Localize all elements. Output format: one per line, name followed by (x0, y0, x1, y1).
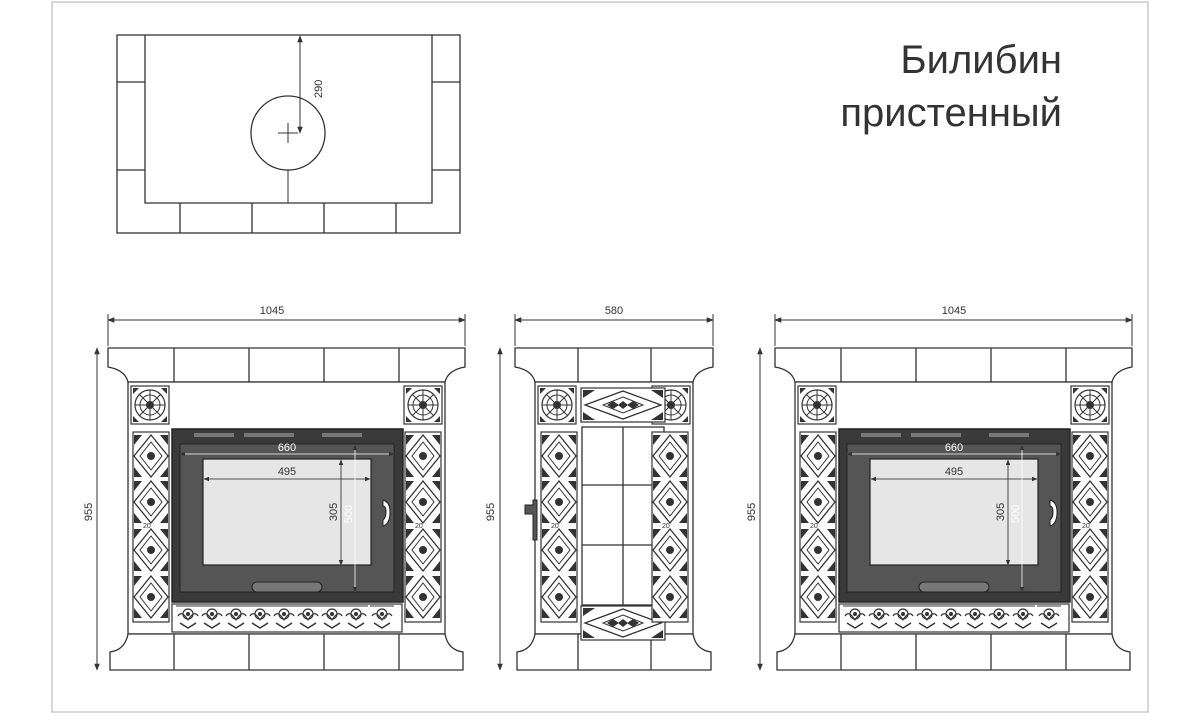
front-right-width-dim: 1045 (942, 305, 966, 317)
front-left-firebox-width-dim: 660 (278, 442, 296, 454)
front-right-glass-height-dim: 305 (995, 503, 1007, 521)
front-left-glass-width-dim: 495 (278, 466, 296, 478)
top-view-depth-dim: 290 (313, 80, 325, 98)
title-line-2: пристенный (840, 91, 1062, 135)
front-right-height-dim: 955 (746, 503, 758, 521)
sheet-border (51, 1, 1149, 713)
side-view (497, 314, 714, 671)
side-width-dim: 580 (605, 305, 623, 317)
front-left-firebox-height-dim: 500 (343, 505, 355, 523)
front-view-right (757, 314, 1133, 671)
front-left-glass-height-dim: 305 (328, 503, 340, 521)
front-right-glass-width-dim: 495 (945, 466, 963, 478)
title-line-1: Билибин (900, 38, 1062, 82)
side-height-dim: 955 (485, 503, 497, 521)
front-left-height-dim: 955 (83, 503, 95, 521)
front-right-firebox-width-dim: 660 (945, 442, 963, 454)
front-view-left (94, 314, 466, 671)
top-view (116, 34, 461, 234)
front-right-firebox-height-dim: 500 (1010, 505, 1022, 523)
front-left-width-dim: 1045 (260, 305, 284, 317)
